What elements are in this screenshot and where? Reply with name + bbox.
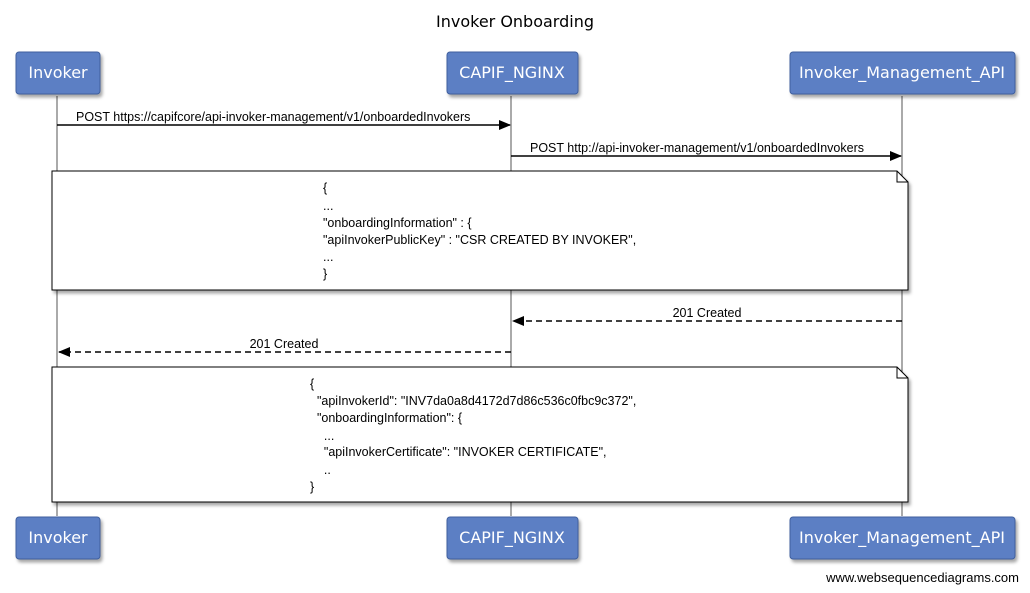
- note-response-body: { "apiInvokerId": "INV7da0a8d4172d7d86c5…: [51, 366, 909, 503]
- message-label: 201 Created: [250, 337, 319, 351]
- note-request-body: { ... "onboardingInformation" : { "apiIn…: [51, 170, 909, 291]
- participant-label: CAPIF_NGINX: [459, 63, 565, 83]
- participant-invoker-management-api-top: Invoker_Management_API: [789, 51, 1016, 95]
- note-line: ...: [323, 199, 333, 213]
- participant-capif-nginx-top: CAPIF_NGINX: [446, 51, 579, 95]
- note-line: {: [323, 181, 327, 195]
- participant-invoker-top: Invoker: [15, 51, 101, 95]
- note-line: "apiInvokerId": "INV7da0a8d4172d7d86c536…: [310, 394, 636, 408]
- note-line: "onboardingInformation": {: [310, 411, 462, 425]
- participant-label: Invoker_Management_API: [799, 63, 1005, 83]
- participant-capif-nginx-bottom: CAPIF_NGINX: [446, 516, 579, 560]
- participant-label: Invoker_Management_API: [799, 528, 1005, 548]
- note-line: "onboardingInformation" : {: [323, 216, 472, 230]
- participant-invoker-management-api-bottom: Invoker_Management_API: [789, 516, 1016, 560]
- participant-invoker-bottom: Invoker: [15, 516, 101, 560]
- diagram-title: Invoker Onboarding: [436, 12, 594, 31]
- message-label: 201 Created: [673, 306, 742, 320]
- note-line: {: [310, 377, 314, 391]
- participant-label: Invoker: [28, 63, 88, 82]
- note-line: "apiInvokerCertificate": "INVOKER CERTIF…: [310, 445, 607, 459]
- note-line: ...: [310, 429, 334, 443]
- note-line: }: [310, 480, 314, 494]
- note-line: "apiInvokerPublicKey" : "CSR CREATED BY …: [323, 233, 636, 247]
- participant-label: CAPIF_NGINX: [459, 528, 565, 548]
- message-label: POST https://capifcore/api-invoker-manag…: [76, 110, 470, 124]
- message-label: POST http://api-invoker-management/v1/on…: [530, 141, 864, 155]
- participant-label: Invoker: [28, 528, 88, 547]
- footer-watermark: www.websequencediagrams.com: [825, 570, 1019, 585]
- note-line: ...: [323, 250, 333, 264]
- note-line: ..: [310, 463, 331, 477]
- note-line: }: [323, 267, 327, 281]
